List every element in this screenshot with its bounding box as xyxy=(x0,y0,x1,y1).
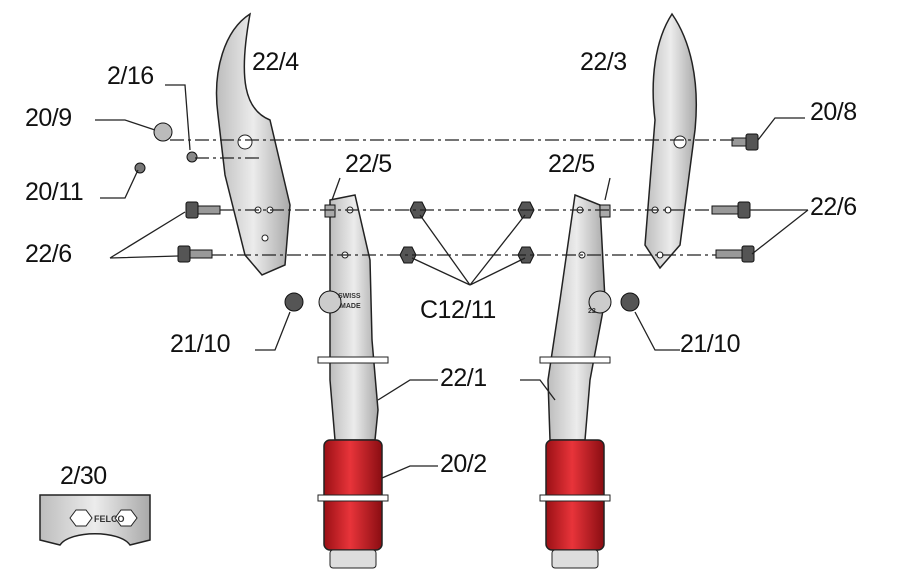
label-21-10-left: 21/10 xyxy=(170,330,231,358)
label-21-10-right: 21/10 xyxy=(680,330,741,358)
label-22-6-left: 22/6 xyxy=(25,240,72,268)
felco-logo: FELCO xyxy=(94,514,125,524)
label-22-5-left: 22/5 xyxy=(345,150,392,178)
blade-22-3 xyxy=(644,12,698,270)
label-22-1: 22/1 xyxy=(440,364,487,392)
handle-number-marking: 22 xyxy=(588,308,596,315)
label-2-16: 2/16 xyxy=(107,62,154,90)
label-20-11: 20/11 xyxy=(25,178,84,206)
label-22-3: 22/3 xyxy=(580,48,627,76)
label-2-30: 2/30 xyxy=(60,462,107,490)
label-20-9: 20/9 xyxy=(25,104,72,132)
label-20-8: 20/8 xyxy=(810,98,857,126)
label-c12-11: C12/11 xyxy=(420,296,496,324)
key-2-30 xyxy=(39,494,151,546)
swiss-made-marking-1: SWISS xyxy=(338,293,361,300)
label-22-6-right: 22/6 xyxy=(810,193,857,221)
swiss-made-marking-2: MADE xyxy=(340,303,361,310)
label-22-5-right: 22/5 xyxy=(548,150,595,178)
handle-left xyxy=(329,194,379,441)
label-22-4: 22/4 xyxy=(252,48,299,76)
label-20-2: 20/2 xyxy=(440,450,487,478)
handle-right xyxy=(547,193,606,441)
